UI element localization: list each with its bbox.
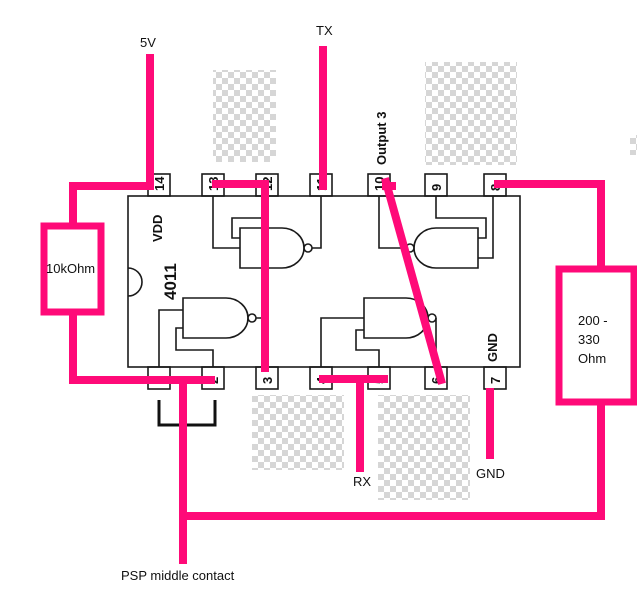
wire-output3-pin6 bbox=[381, 177, 446, 385]
wire-pin13-pin3 bbox=[212, 180, 269, 372]
resistor-10k bbox=[40, 222, 105, 316]
output3-label: Output 3 bbox=[374, 112, 389, 165]
pin-number: 3 bbox=[260, 377, 275, 384]
pin-number: 6 bbox=[429, 377, 444, 384]
pin-number: 9 bbox=[429, 184, 444, 191]
wire-resistor-bottom bbox=[69, 306, 215, 384]
chip-part-number: 4011 bbox=[161, 263, 180, 300]
wire-right-resistor-psp bbox=[179, 396, 605, 520]
resistor-200-330 bbox=[555, 265, 637, 406]
top-pin-numbers: 14 13 12 11 10 9 8 bbox=[152, 176, 503, 191]
placeholder-block bbox=[630, 135, 637, 155]
placeholder-block bbox=[425, 62, 517, 165]
nand-gate-upper-left bbox=[212, 196, 322, 269]
pin-number: 7 bbox=[488, 377, 503, 384]
placeholder-block bbox=[252, 395, 344, 470]
nand-gate-upper-right bbox=[378, 196, 494, 269]
label-rx: RX bbox=[353, 474, 371, 489]
chip-gnd-label: GND bbox=[485, 333, 500, 362]
label-resistor-right-line2: 330 bbox=[578, 332, 600, 347]
label-gnd: GND bbox=[476, 466, 505, 481]
wire-5v bbox=[69, 54, 154, 232]
chip-vdd-label: VDD bbox=[150, 215, 165, 242]
label-psp-contact: PSP middle contact bbox=[121, 568, 235, 583]
label-resistor-10k: 10kOhm bbox=[46, 261, 95, 276]
pin-number: 14 bbox=[152, 176, 167, 191]
placeholder-block bbox=[213, 70, 276, 162]
label-5v: 5V bbox=[140, 35, 156, 50]
wire-rx bbox=[319, 375, 388, 472]
label-resistor-right-line3: Ohm bbox=[578, 351, 606, 366]
wiring bbox=[69, 46, 605, 564]
nand-gate-lower-left bbox=[158, 297, 268, 367]
label-resistor-right-line1: 200 - bbox=[578, 313, 608, 328]
chip-notch bbox=[127, 267, 143, 297]
wire-pin8-right-resistor bbox=[494, 180, 605, 274]
chip-body bbox=[127, 195, 521, 368]
placeholder-block bbox=[378, 395, 470, 500]
label-tx: TX bbox=[316, 23, 333, 38]
